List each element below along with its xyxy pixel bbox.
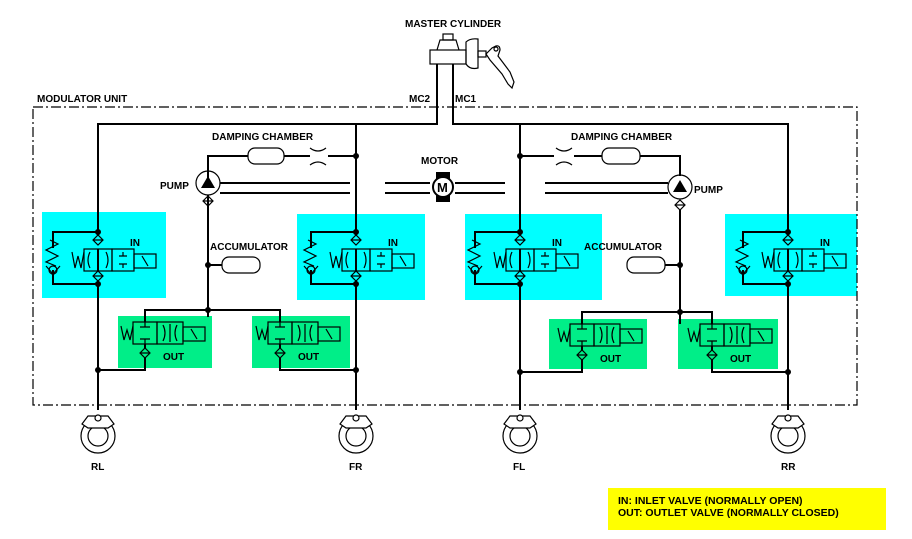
outlet-valve-label: OUT <box>600 354 621 365</box>
left-pump-circuit <box>144 147 359 322</box>
wheel-brakes: RL FR FL RR <box>80 414 806 473</box>
outlet-valve-highlight-fl <box>549 319 647 369</box>
master-cylinder-label: MASTER CYLINDER <box>405 19 502 30</box>
wheel-label: FR <box>349 462 363 473</box>
inlet-valve-highlight-rl <box>42 212 166 298</box>
damping-chamber-right-label: DAMPING CHAMBER <box>571 132 673 143</box>
wheel-brake-fr: FR <box>338 414 374 473</box>
modulator-unit-label: MODULATOR UNIT <box>37 94 127 105</box>
damping-chamber-left-label: DAMPING CHAMBER <box>212 132 314 143</box>
legend-inlet: IN: INLET VALVE (NORMALLY OPEN) <box>618 495 803 507</box>
mc2-label: MC2 <box>409 94 431 105</box>
inlet-valve-label: IN <box>820 238 830 249</box>
supply-lines <box>97 64 789 410</box>
motor-symbol: M <box>437 180 448 195</box>
inlet-valve-rr: IN <box>734 210 847 300</box>
inlet-valve-label: IN <box>130 238 140 249</box>
outlet-valve-fl: OUT <box>557 323 643 365</box>
outlet-valve-label: OUT <box>730 354 751 365</box>
legend-outlet: OUT: OUTLET VALVE (NORMALLY CLOSED) <box>618 507 839 519</box>
outlet-valve-label: OUT <box>298 352 319 363</box>
inlet-valve-label: IN <box>388 238 398 249</box>
outlet-valve-highlights <box>118 316 778 369</box>
accumulator-right-label: ACCUMULATOR <box>584 242 663 253</box>
inlet-valve-highlight-fr <box>297 214 425 300</box>
wheel-label: RR <box>781 462 796 473</box>
outlet-valve-label: OUT <box>163 352 184 363</box>
inlet-valve-rl: IN <box>44 210 157 300</box>
outlet-valve-rr: OUT <box>687 323 773 365</box>
inlet-valve-fl: IN <box>466 210 579 300</box>
wheel-brake-rr: RR <box>770 414 806 473</box>
wheel-label: RL <box>91 462 104 473</box>
wheel-brake-rl: RL <box>80 414 116 473</box>
legend: IN: INLET VALVE (NORMALLY OPEN) OUT: OUT… <box>608 488 886 530</box>
inlet-valve-fr: IN <box>302 210 415 300</box>
wheel-brake-fl: FL <box>502 414 538 473</box>
right-pump-circuit <box>517 147 713 324</box>
master-cylinder <box>429 33 515 90</box>
outlet-valves: OUT OUT OUT OUT <box>120 321 773 365</box>
inlet-valves: IN IN IN IN <box>44 210 847 300</box>
outlet-return-lines <box>95 360 791 375</box>
outlet-valve-fr: OUT <box>255 321 341 363</box>
outlet-valve-rl: OUT <box>120 321 206 363</box>
motor-label: MOTOR <box>421 156 459 167</box>
pump-left-label: PUMP <box>160 181 189 192</box>
outlet-valve-highlight-rl <box>118 316 212 368</box>
pump-right-label: PUMP <box>694 185 723 196</box>
inlet-valve-label: IN <box>552 238 562 249</box>
inlet-valve-highlights <box>42 212 857 300</box>
wheel-label: FL <box>513 462 525 473</box>
accumulator-left-label: ACCUMULATOR <box>210 242 289 253</box>
motor: M <box>385 172 505 202</box>
modulator-unit-boundary <box>32 106 858 406</box>
outlet-valve-highlight-rr <box>678 319 778 369</box>
mc1-label: MC1 <box>455 94 477 105</box>
